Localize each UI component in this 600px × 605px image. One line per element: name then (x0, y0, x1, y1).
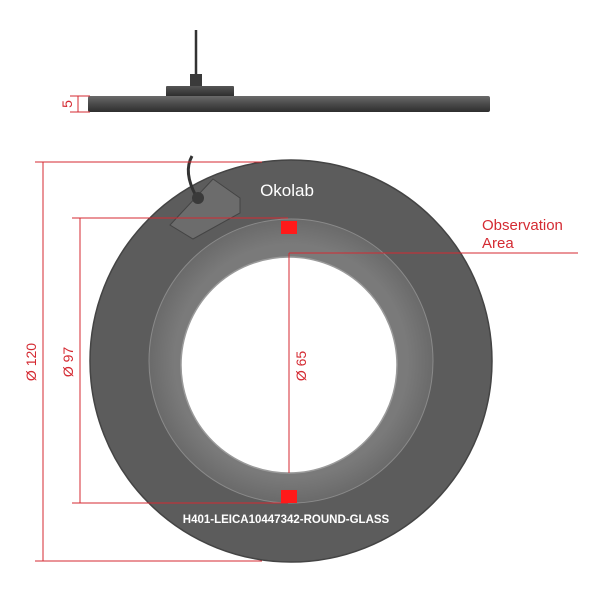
dimensions (35, 161, 578, 562)
middle-diameter-label: Ø 97 (60, 347, 76, 378)
observation-marker-bottom (281, 490, 297, 503)
thickness-label: 5 (59, 100, 75, 108)
cable-top (186, 155, 198, 197)
observation-label-line1: Observation (482, 217, 563, 234)
outer-diameter-label: Ø 120 (23, 343, 39, 381)
observation-label-line2: Area (482, 235, 514, 252)
observation-marker-top (281, 221, 297, 234)
model-label: H401-LEICA10447342-ROUND-GLASS (183, 514, 390, 526)
connector-pad (169, 178, 241, 240)
cable-entry-port (192, 192, 204, 204)
cable-strain-relief (190, 74, 202, 86)
connector-side (166, 86, 234, 97)
plate-side (88, 96, 490, 112)
window-diameter-label: Ø 65 (293, 351, 309, 382)
brand-label: Okolab (260, 181, 314, 200)
side-view: 5 (59, 30, 490, 113)
